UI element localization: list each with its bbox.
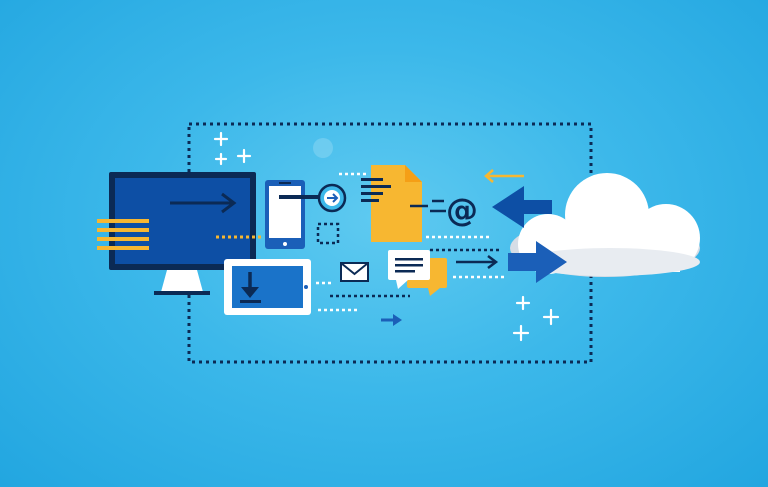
desktop-monitor-icon <box>97 172 256 295</box>
yellow-arrow-left-icon <box>484 169 524 183</box>
arrow-circle-icon <box>317 183 347 213</box>
smartphone-icon <box>265 180 321 249</box>
sparkle-plus-icons-top <box>213 131 252 166</box>
big-arrow-left-icon <box>492 186 552 228</box>
mail-envelope-icon <box>340 262 369 282</box>
big-arrow-right-icon <box>508 241 567 283</box>
blue-arrow-right-small-icon <box>381 314 402 326</box>
email-dashes <box>410 199 446 213</box>
chat-bubbles-icon <box>388 250 447 296</box>
yellow-document-icon <box>361 165 422 242</box>
faint-circle <box>313 138 333 158</box>
tablet-download-icon <box>224 259 311 315</box>
navy-arrow-right-icon <box>456 255 499 269</box>
at-sign-icon: @ <box>446 191 478 229</box>
dotted-square <box>316 222 340 245</box>
sparkle-plus-icons-bottom <box>512 295 560 342</box>
